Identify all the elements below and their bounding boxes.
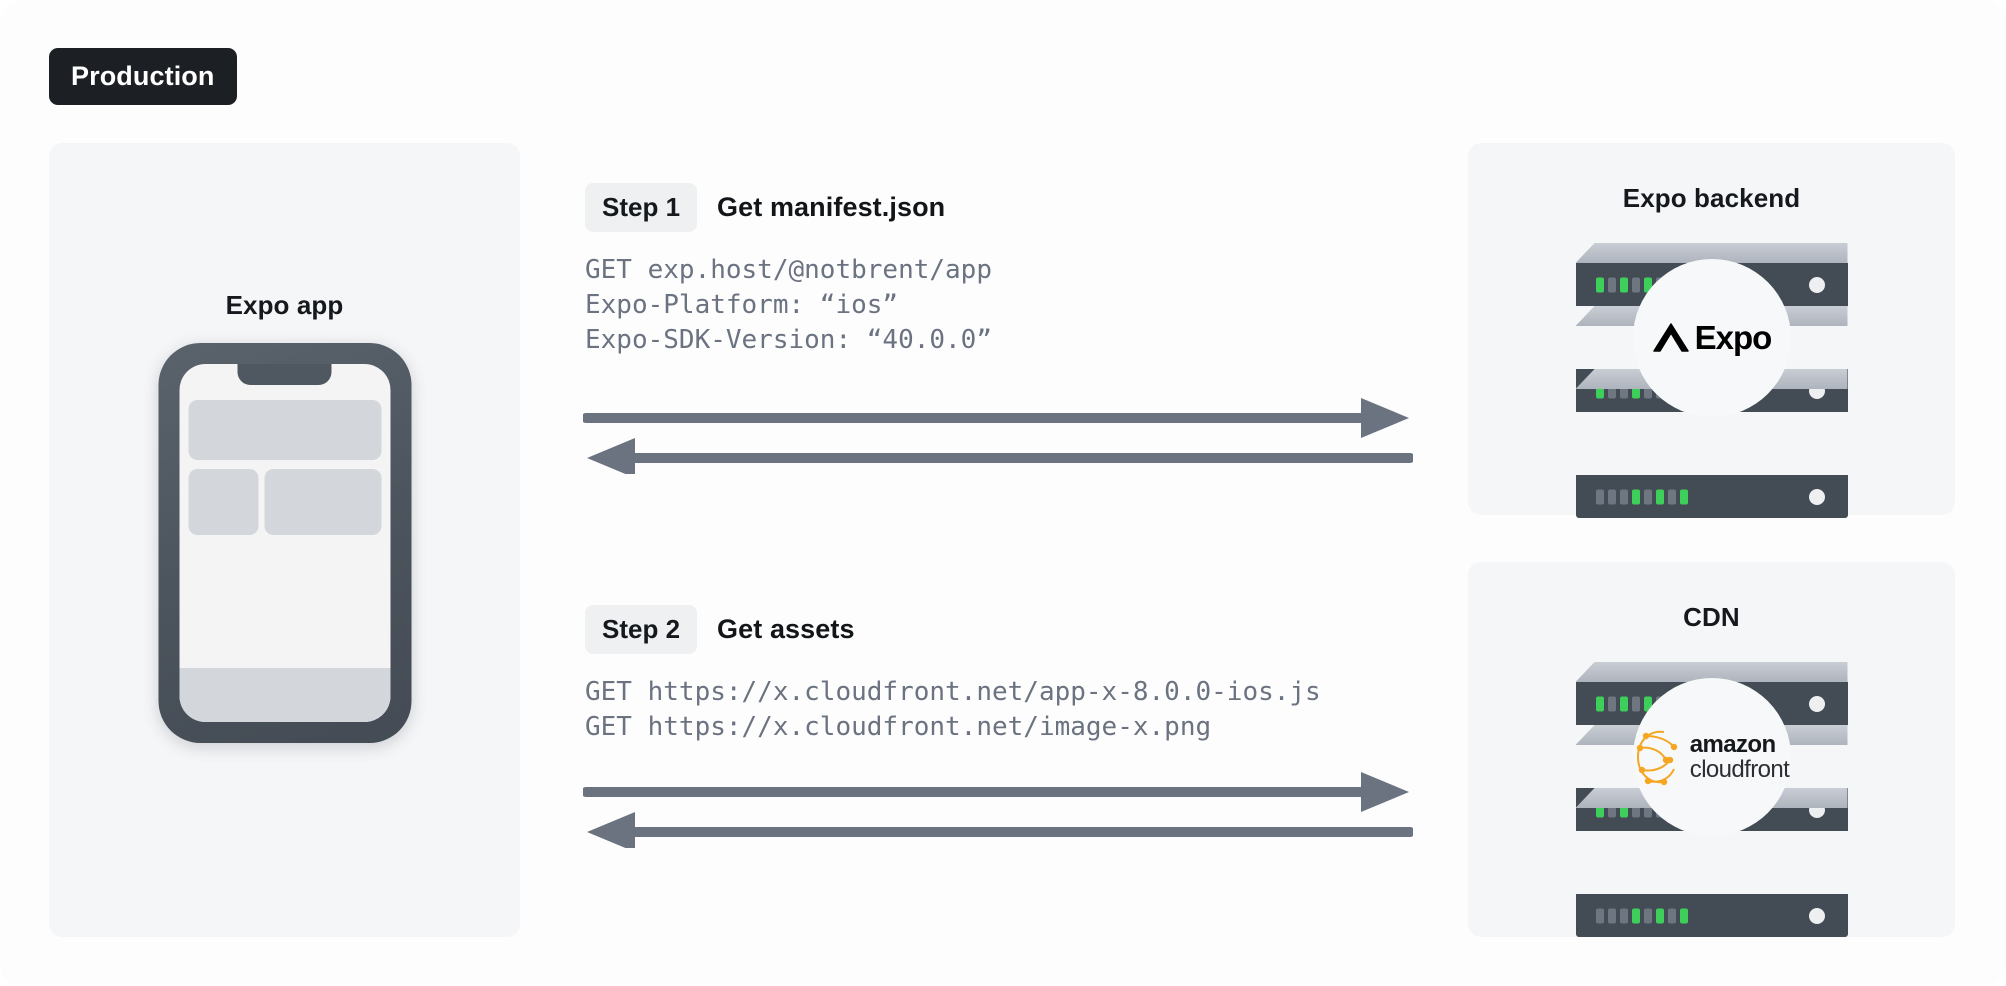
led-5 — [1643, 802, 1652, 817]
led-5 — [1643, 277, 1652, 292]
led-7 — [1667, 908, 1676, 923]
rack-row-3-backend — [1575, 475, 1848, 518]
server-rack-backend: Expo — [1575, 243, 1848, 518]
led-2 — [1607, 696, 1616, 711]
led-5 — [1643, 696, 1652, 711]
phone-content-hero-block — [188, 400, 381, 460]
led-5 — [1643, 383, 1652, 398]
rack-top-cdn — [1575, 662, 1848, 682]
rack-status-dot-3-backend — [1808, 488, 1825, 505]
arrow-left-from-cdn — [587, 812, 1415, 852]
cloudfront-cloud-icon — [1636, 730, 1677, 786]
step-2-header: Step 2 Get assets — [585, 605, 1321, 654]
led-3 — [1619, 908, 1628, 923]
led-4 — [1631, 383, 1640, 398]
step-1-header: Step 1 Get manifest.json — [585, 183, 992, 232]
phone-notch — [237, 364, 332, 385]
led-4 — [1631, 489, 1640, 504]
led-7 — [1667, 489, 1676, 504]
led-4 — [1631, 908, 1640, 923]
led-1 — [1595, 696, 1604, 711]
expo-wordmark: Expo — [1694, 319, 1773, 356]
led-2 — [1607, 802, 1616, 817]
step-1-arrows — [581, 396, 1415, 479]
led-2 — [1607, 277, 1616, 292]
rack-top-backend — [1575, 243, 1848, 263]
panel-expo-backend: Expo backend Ex — [1468, 143, 1955, 518]
arrow-right-to-cdn — [581, 772, 1409, 812]
led-1 — [1595, 489, 1604, 504]
led-6 — [1655, 489, 1664, 504]
panel-cdn: CDN — [1468, 562, 1955, 937]
step-1-badge: Step 1 — [585, 183, 698, 232]
step-2-arrow-pair — [581, 772, 1415, 852]
phone-content-right-block — [264, 469, 381, 535]
led-2 — [1607, 383, 1616, 398]
rack-row-3-cdn — [1575, 894, 1848, 937]
rack-leds-3-backend — [1595, 489, 1688, 504]
led-3 — [1619, 489, 1628, 504]
led-2 — [1607, 489, 1616, 504]
rack-status-dot-1-cdn — [1808, 695, 1825, 712]
cloudfront-logo: amazon cloudfront — [1634, 726, 1790, 788]
phone-content-left-block — [188, 469, 258, 535]
step-2-badge: Step 2 — [585, 605, 698, 654]
server-rack-cdn: amazon cloudfront — [1575, 662, 1848, 937]
arrow-left-from-backend — [587, 438, 1415, 478]
led-5 — [1643, 908, 1652, 923]
led-4 — [1631, 802, 1640, 817]
cloudfront-wordmark: amazon cloudfront — [1689, 730, 1790, 783]
led-3 — [1619, 802, 1628, 817]
led-5 — [1643, 489, 1652, 504]
led-4 — [1631, 277, 1640, 292]
step-2-arrows — [581, 770, 1415, 853]
step-2-block: Step 2 Get assets GET https://x.cloudfro… — [585, 605, 1321, 745]
led-1 — [1595, 277, 1604, 292]
expo-logo: Expo — [1652, 319, 1772, 357]
cloudfront-cloudfront-text: cloudfront — [1689, 756, 1790, 783]
arrow-right-to-backend — [581, 398, 1409, 438]
step-1-block: Step 1 Get manifest.json GET exp.host/@n… — [585, 183, 992, 358]
led-3 — [1619, 277, 1628, 292]
step-2-title: Get assets — [717, 614, 855, 644]
cloudfront-amazon-text: amazon — [1689, 730, 1776, 758]
panel-expo-backend-title: Expo backend — [1622, 183, 1801, 213]
led-8 — [1679, 489, 1688, 504]
led-2 — [1607, 908, 1616, 923]
led-3 — [1619, 696, 1628, 711]
environment-badge: Production — [49, 48, 237, 105]
panel-cdn-title: CDN — [1683, 602, 1740, 632]
rack-leds-3-cdn — [1595, 908, 1688, 923]
expo-chevron-icon — [1652, 323, 1689, 352]
phone-tab-bar — [179, 668, 390, 722]
phone-screen — [179, 364, 390, 722]
led-1 — [1595, 383, 1604, 398]
phone-mockup — [158, 343, 411, 743]
led-3 — [1619, 383, 1628, 398]
panel-expo-app-title: Expo app — [225, 290, 344, 320]
step-1-arrow-pair — [581, 398, 1415, 478]
led-1 — [1595, 908, 1604, 923]
expo-logo-bubble: Expo — [1632, 259, 1791, 417]
step-2-code: GET https://x.cloudfront.net/app-x-8.0.0… — [585, 677, 1321, 742]
led-6 — [1655, 908, 1664, 923]
rack-status-dot-1-backend — [1808, 276, 1825, 293]
rack-status-dot-3-cdn — [1808, 907, 1825, 924]
cloudfront-logo-bubble: amazon cloudfront — [1632, 678, 1791, 836]
led-4 — [1631, 696, 1640, 711]
environment-badge-label: Production — [71, 61, 215, 91]
step-1-title: Get manifest.json — [717, 192, 946, 222]
led-1 — [1595, 802, 1604, 817]
panel-expo-app: Expo app — [49, 143, 520, 937]
led-8 — [1679, 908, 1688, 923]
step-1-code: GET exp.host/@notbrent/app Expo-Platform… — [585, 255, 992, 355]
